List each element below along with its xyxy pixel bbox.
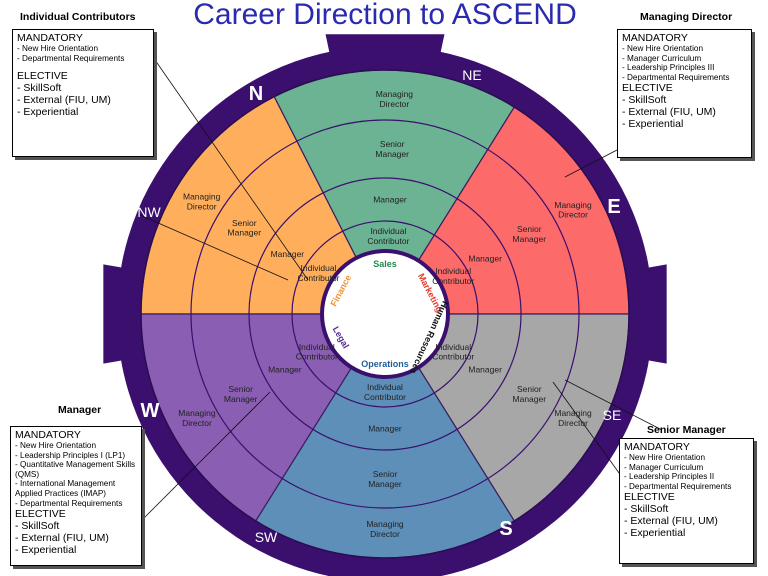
mandatory-item: New Hire Orientation <box>624 453 749 463</box>
body-edge <box>140 69 630 559</box>
managing-director-header: Managing Director <box>640 11 733 23</box>
mandatory-item: Quantitative Management Skills (QMS) <box>15 460 137 479</box>
mandatory-item: New Hire Orientation <box>17 44 149 54</box>
elective-label: ELECTIVE <box>622 82 673 95</box>
dept-operations: Operations <box>361 359 409 369</box>
mandatory-item: Leadership Principles I (LP1) <box>15 451 137 461</box>
elective-item: Experiential <box>15 544 137 556</box>
manager-label: Manager <box>268 365 302 375</box>
elective-item: SkillSoft <box>17 82 149 94</box>
mandatory-label: MANDATORY <box>624 441 690 453</box>
manager-label: Manager <box>468 365 502 375</box>
elective-item: SkillSoft <box>15 520 137 532</box>
mandatory-item: Manager Curriculum <box>624 463 749 473</box>
elective-label: ELECTIVE <box>624 491 675 504</box>
elective-item: External (FIU, UM) <box>17 94 149 106</box>
compass-n: N <box>249 83 263 105</box>
compass-sw: SW <box>255 529 278 545</box>
compass-s: S <box>499 518 512 540</box>
mandatory-item: New Hire Orientation <box>15 441 137 451</box>
mandatory-item: Departmental Requirements <box>624 482 749 492</box>
callout-connector <box>139 214 289 281</box>
mandatory-item: Departmental Requirements <box>622 73 747 83</box>
individual-contributors-callout: MANDATORY New Hire Orientation Departmen… <box>12 29 154 157</box>
compass-w: W <box>141 400 160 422</box>
elective-label: ELECTIVE <box>15 508 66 521</box>
compass-nw: NW <box>137 204 161 220</box>
senior-manager-callout: MANDATORY New Hire Orientation Manager C… <box>619 438 754 564</box>
callout-connector <box>564 379 663 431</box>
senior-manager-header: Senior Manager <box>647 424 726 436</box>
page-title: Career Direction to ASCEND <box>193 0 577 31</box>
manager-label: Manager <box>368 424 402 434</box>
managing-director-callout: MANDATORY New Hire Orientation Manager C… <box>617 29 752 158</box>
elective-item: Experiential <box>622 118 747 130</box>
compass-se: SE <box>603 407 622 423</box>
mandatory-label: MANDATORY <box>15 429 81 441</box>
level-ring <box>291 220 479 408</box>
mandatory-item: Leadership Principles III <box>622 63 747 73</box>
level-ring <box>248 177 522 451</box>
elective-item: Experiential <box>17 106 149 118</box>
level-ring <box>190 119 580 509</box>
manager-header: Manager <box>58 404 102 416</box>
mandatory-item: Departmental Requirements <box>17 54 149 64</box>
elective-item: SkillSoft <box>624 503 749 515</box>
elective-item: External (FIU, UM) <box>622 106 747 118</box>
mandatory-item: Departmental Requirements <box>15 499 137 509</box>
mandatory-item: Leadership Principles II <box>624 472 749 482</box>
elective-item: SkillSoft <box>622 94 747 106</box>
elective-item: Experiential <box>624 527 749 539</box>
elective-item: External (FIU, UM) <box>15 532 137 544</box>
manager-callout: MANDATORY New Hire Orientation Leadershi… <box>10 426 142 566</box>
center-hub <box>320 249 450 379</box>
compass-e: E <box>607 196 620 218</box>
compass-ne: NE <box>462 67 481 83</box>
callout-connector <box>141 391 271 521</box>
callout-connector <box>154 59 309 281</box>
manager-label: Manager <box>271 249 305 259</box>
dept-sales: Sales <box>373 259 397 269</box>
mandatory-item: New Hire Orientation <box>622 44 747 54</box>
mandatory-label: MANDATORY <box>622 32 688 44</box>
callout-connector <box>564 149 618 178</box>
mandatory-item: International Management Applied Practic… <box>15 479 137 498</box>
manager-label: Manager <box>468 253 502 263</box>
mandatory-item: Manager Curriculum <box>622 54 747 64</box>
callout-connector <box>552 381 631 489</box>
elective-label: ELECTIVE <box>17 70 68 83</box>
mandatory-label: MANDATORY <box>17 32 83 44</box>
individual-contributors-header: Individual Contributors <box>20 11 136 23</box>
elective-item: External (FIU, UM) <box>624 515 749 527</box>
manager-label: Manager <box>373 195 407 205</box>
